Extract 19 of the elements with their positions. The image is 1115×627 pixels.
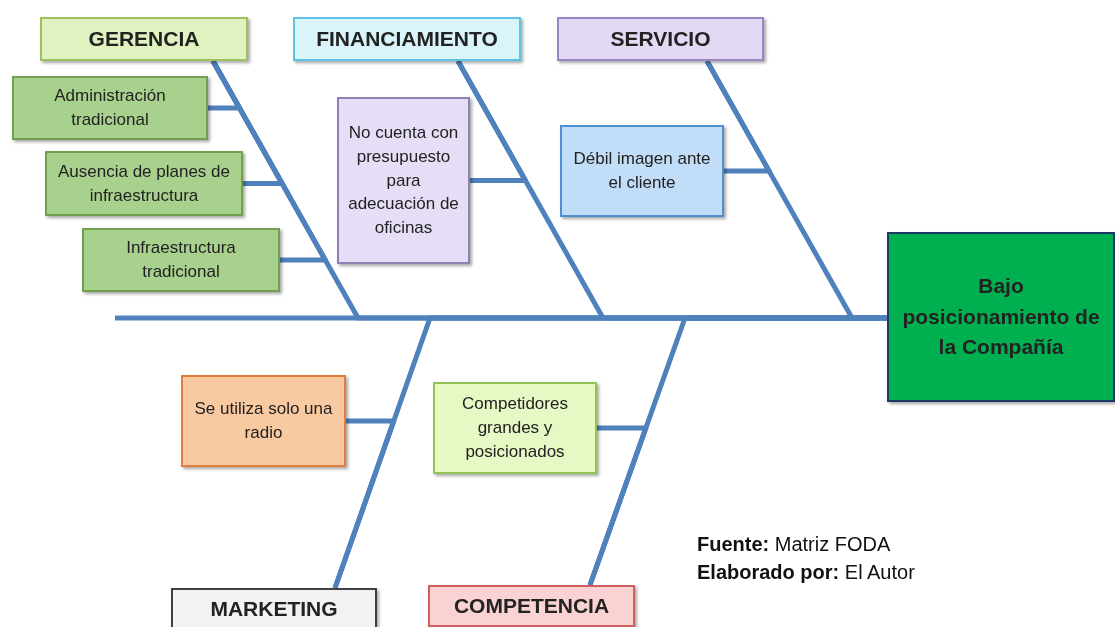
category-box: MARKETING: [171, 588, 377, 627]
cause-box: No cuenta con presupuesto para adecuación de oficinas: [337, 97, 470, 264]
cause-box: Se utiliza solo una radio: [181, 375, 346, 467]
bone-line: [587, 425, 649, 586]
source-note: Fuente: Matriz FODA: [697, 533, 891, 556]
category-box: SERVICIO: [557, 17, 764, 61]
cause-box: Competidores grandes y posicionados: [433, 382, 597, 474]
category-box: COMPETENCIA: [428, 585, 635, 627]
cause-box: Ausencia de planes de infraestructura: [45, 151, 243, 216]
cause-box: Infraestructura tradicional: [82, 228, 280, 292]
source-note: Elaborado por: El Autor: [697, 561, 915, 584]
bone-line: [455, 59, 528, 183]
bone-line: [704, 59, 772, 174]
cause-box: Administración tradicional: [12, 76, 208, 140]
bone-line: [332, 418, 397, 589]
category-box: GERENCIA: [40, 17, 248, 61]
cause-box: Débil imagen ante el cliente: [560, 125, 724, 217]
category-box: FINANCIAMIENTO: [293, 17, 521, 61]
effect-box: Bajo posicionamiento de la Compañía: [887, 232, 1115, 402]
